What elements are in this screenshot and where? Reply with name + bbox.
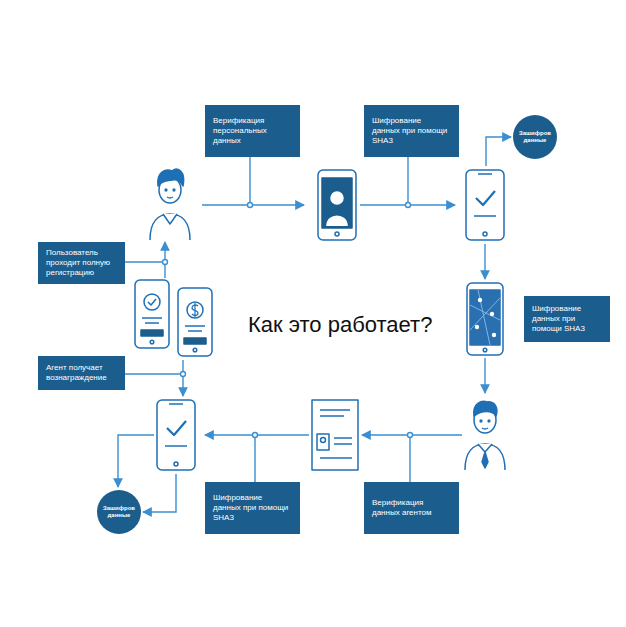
callout-box: Пользователь проходит полную регистрацию [38, 242, 125, 284]
node-text: Пользователь проходит полную регистрацию [46, 248, 117, 278]
callout-box: Агент получает вознаграждение [38, 356, 125, 390]
node-text: Шифрование данных при помощи SHA3 [372, 116, 451, 146]
agent-figure [465, 401, 505, 470]
node-text: Шифрование данных при помощи SHA3 [532, 304, 602, 334]
document-icon [312, 400, 358, 470]
map-phone [467, 283, 503, 355]
selfie-phone [318, 170, 356, 240]
flow-lines [118, 137, 511, 512]
callout-box: Шифрование данных при помощи SHA3 [205, 482, 300, 534]
encrypted-circle: Зашифров данные [513, 115, 557, 159]
registration-phones [135, 280, 212, 356]
node-text: Верификация данных агентом [372, 498, 451, 518]
callout-box: Верификация данных агентом [364, 482, 459, 534]
callout-box: Верификация персональных данных [205, 105, 300, 157]
node-text: Зашифров данные [518, 130, 552, 144]
encrypted-circle: Зашифров данные [97, 490, 141, 534]
icons [135, 169, 505, 470]
node-text: Зашифров данные [102, 505, 136, 519]
callout-box: Шифрование данных при помощи SHA3 [364, 105, 459, 157]
node-text: Агент получает вознаграждение [46, 363, 117, 383]
diagram-title: Как это работает? [246, 312, 434, 338]
check-phone [466, 170, 504, 240]
node-text: Верификация персональных данных [213, 116, 292, 146]
user-figure [150, 169, 190, 240]
check-phone [157, 400, 195, 470]
node-text: Шифрование данных при помощи SHA3 [213, 493, 292, 523]
callout-box: Шифрование данных при помощи SHA3 [524, 296, 610, 342]
